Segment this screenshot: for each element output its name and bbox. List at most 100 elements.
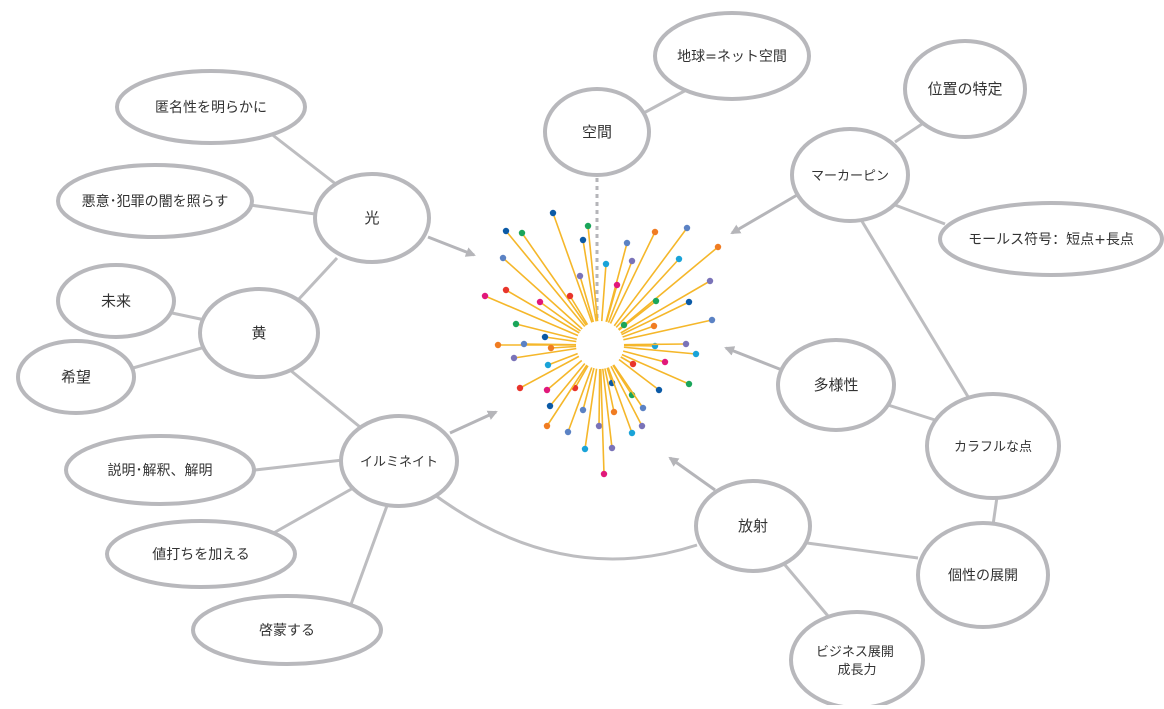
node-mirai: 未来 [56, 263, 176, 339]
burst-dot [579, 236, 587, 244]
edge-setsumei-illuminate [254, 458, 344, 472]
burst-dot [536, 298, 544, 306]
burst-dot [579, 406, 587, 414]
edge-hoshya-business [783, 564, 830, 617]
edge-keimou-illuminate [348, 502, 390, 608]
burst-dot [685, 380, 693, 388]
arrow-illuminate-to-center [449, 410, 498, 435]
burst-dot [706, 277, 714, 285]
node-akui: 悪意･犯罪の闇を照らす [56, 163, 254, 239]
node-chikyu: 地球=ネット空間 [653, 11, 811, 101]
burst-dot [708, 316, 716, 324]
node-kosei: 個性の展開 [916, 521, 1050, 629]
burst-dot [502, 286, 510, 294]
node-tokumei: 匿名性を明らかに [115, 69, 307, 145]
node-chikyu-label: 地球=ネット空間 [677, 49, 787, 65]
node-hoshya-label: 放射 [738, 517, 768, 535]
arrow-tayou-to-center [724, 346, 783, 372]
burst-ray [599, 227, 688, 346]
edge-colorful-kosei [991, 496, 999, 526]
edge-hikari-ki [296, 256, 339, 302]
node-business-label: ビジネス展開 成長力 [816, 645, 898, 678]
node-keimou: 啓蒙する [191, 594, 383, 666]
edge-marker-colorful [858, 217, 972, 401]
node-ki-label: 黄 [251, 324, 266, 342]
edge-tokumei-hikari [269, 131, 338, 187]
burst-dot [692, 350, 700, 358]
node-kuukan: 空間 [543, 87, 651, 177]
arrow-marker-to-center [730, 193, 798, 235]
edge-kibou-ki [132, 345, 206, 370]
burst-dot [638, 422, 646, 430]
burst-dot [595, 422, 603, 430]
burst-dot [650, 322, 658, 330]
burst-dot [549, 209, 557, 217]
burst-dot [481, 292, 489, 300]
node-illuminate-label: イルミネイト [360, 455, 438, 470]
burst-dot [685, 298, 693, 306]
edge-marker-ichi [894, 120, 926, 144]
node-illuminate: イルミネイト [339, 414, 459, 508]
burst-dot [518, 229, 526, 237]
edge-tayou-colorful [887, 403, 936, 422]
burst-center [576, 321, 624, 369]
node-hikari-label: 光 [364, 209, 379, 227]
node-setsumei-label: 説明･解釈、解明 [108, 463, 213, 479]
burst-ray [505, 230, 601, 346]
burst-dot [608, 444, 616, 452]
burst-dot [639, 404, 647, 412]
node-ichi-label: 位置の特定 [927, 80, 1002, 98]
node-marker-label: マーカーピン [811, 169, 889, 184]
pointer-arrows [427, 178, 798, 492]
burst-dot [584, 222, 592, 230]
burst-dot [675, 255, 683, 263]
burst-dot [564, 428, 572, 436]
edge-akui-hikari [249, 203, 316, 216]
node-kibou-label: 希望 [61, 368, 91, 386]
burst-dot [547, 344, 555, 352]
burst-dot [566, 292, 574, 300]
burst-dot [628, 429, 636, 437]
node-hikari: 光 [313, 172, 431, 264]
node-morse-label: モールス符号：短点+長点 [968, 232, 1134, 248]
burst-dot [502, 227, 510, 235]
burst-dot [520, 340, 528, 348]
burst-dot [714, 243, 722, 251]
arrow-hoshya-to-center [668, 456, 716, 492]
node-ichi: 位置の特定 [903, 39, 1027, 139]
connector-edges [132, 86, 999, 617]
burst-dot [655, 386, 663, 394]
node-colorful-label: カラフルな点 [954, 440, 1032, 455]
burst-dot [576, 272, 584, 280]
edge-ki-illuminate [289, 368, 361, 429]
node-marker: マーカーピン [790, 127, 910, 223]
node-tayou-label: 多様性 [813, 376, 858, 394]
burst-dot [510, 354, 518, 362]
arrow-hikari-to-center [427, 235, 476, 257]
burst-dot [581, 445, 589, 453]
burst-dot [602, 260, 610, 268]
node-tayou: 多様性 [776, 338, 896, 432]
node-tokumei-label: 匿名性を明らかに [155, 100, 267, 116]
burst-dot [600, 470, 608, 478]
node-keimou-label: 啓蒙する [259, 623, 315, 639]
nodes: 空間 地球=ネット空間 位置の特定 マーカーピン モールス符号：短点+長点 匿名… [16, 11, 1164, 709]
burst-dot [516, 384, 524, 392]
burst-dot [620, 321, 628, 329]
burst-dot [543, 422, 551, 430]
edge-kuukan-chikyu [639, 86, 691, 117]
burst-dot [544, 361, 552, 369]
burst-dot [661, 358, 669, 366]
node-neuchi-label: 値打ちを加える [152, 546, 250, 563]
burst-dot [683, 224, 691, 232]
edge-marker-morse [894, 203, 946, 226]
node-hoshya: 放射 [694, 479, 812, 573]
node-akui-label: 悪意･犯罪の闇を照らす [82, 193, 229, 210]
burst-dot [610, 408, 618, 416]
node-setsumei: 説明･解釈、解明 [64, 434, 256, 506]
burst-dot [613, 281, 621, 289]
burst-dot [652, 297, 660, 305]
burst-dot [682, 340, 690, 348]
